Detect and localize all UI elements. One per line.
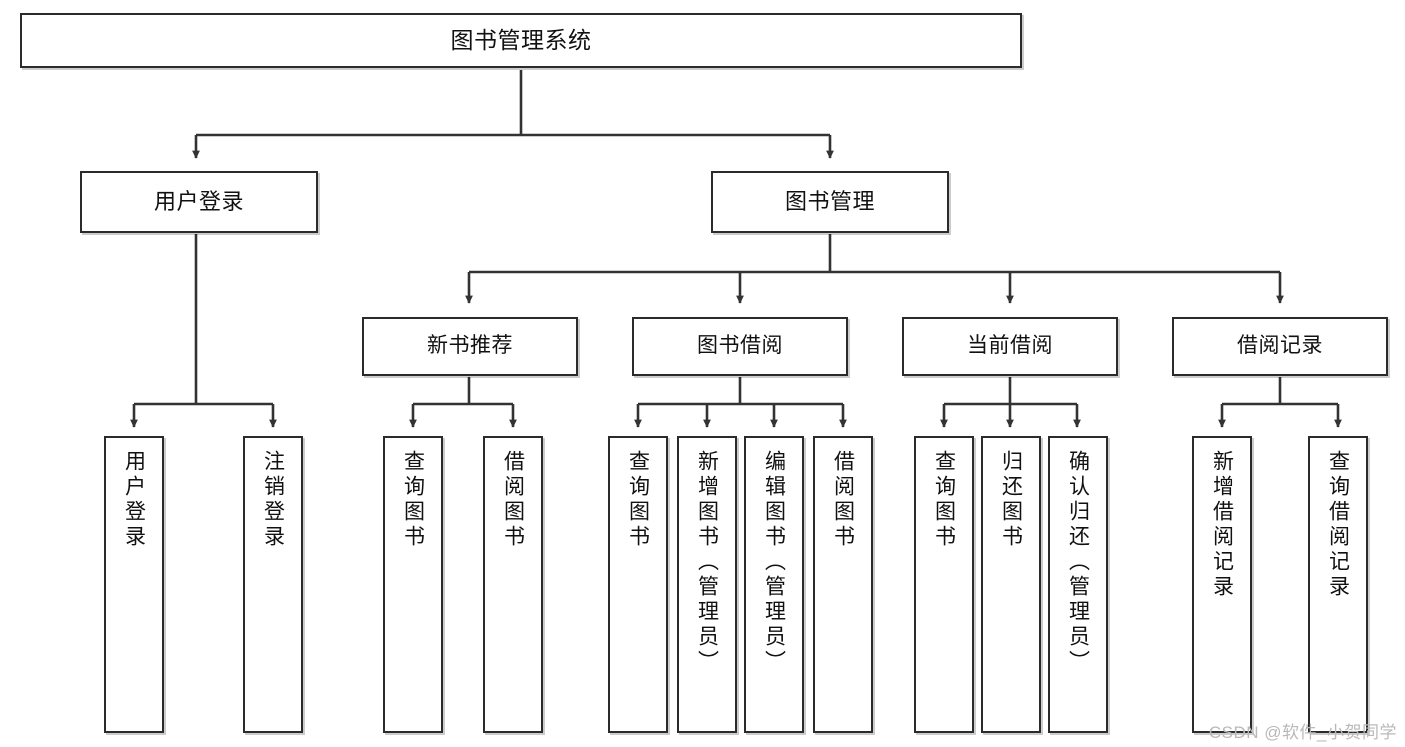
node-label: 用户登录 xyxy=(122,450,146,550)
node-label: 借阅图书 xyxy=(501,450,525,550)
node-label: 确认归还（管理员） xyxy=(1066,450,1090,675)
node-label: 查询借阅记录 xyxy=(1326,450,1350,600)
node-leaf-user-login[interactable]: 用户登录 xyxy=(104,436,164,733)
node-label: 查询图书 xyxy=(401,450,425,550)
node-leaf-confirm-return[interactable]: 确认归还（管理员） xyxy=(1048,436,1108,733)
node-leaf-query-book-1[interactable]: 查询图书 xyxy=(383,436,443,733)
node-label: 归还图书 xyxy=(999,450,1023,550)
node-label: 图书借阅 xyxy=(697,334,783,358)
node-label: 借阅图书 xyxy=(831,450,855,550)
node-book-borrow[interactable]: 图书借阅 xyxy=(632,317,848,376)
node-leaf-borrow-book-1[interactable]: 借阅图书 xyxy=(483,436,543,733)
node-label: 用户登录 xyxy=(153,189,244,215)
node-label: 查询图书 xyxy=(932,450,956,550)
node-label: 新增借阅记录 xyxy=(1210,450,1234,600)
node-label: 查询图书 xyxy=(626,450,650,550)
node-root-system[interactable]: 图书管理系统 xyxy=(20,13,1022,68)
node-label: 编辑图书（管理员） xyxy=(762,450,786,675)
node-book-manage[interactable]: 图书管理 xyxy=(711,171,949,233)
node-label: 新增图书（管理员） xyxy=(695,450,719,675)
node-label: 图书管理系统 xyxy=(450,27,592,54)
node-leaf-edit-book[interactable]: 编辑图书（管理员） xyxy=(744,436,804,733)
node-leaf-query-book-2[interactable]: 查询图书 xyxy=(608,436,668,733)
node-leaf-add-record[interactable]: 新增借阅记录 xyxy=(1192,436,1252,733)
node-label: 图书管理 xyxy=(784,189,875,215)
node-leaf-return-book[interactable]: 归还图书 xyxy=(981,436,1041,733)
watermark-text: CSDN @软件_小贺同学 xyxy=(1208,723,1397,742)
node-borrow-record[interactable]: 借阅记录 xyxy=(1172,317,1388,376)
node-leaf-query-record[interactable]: 查询借阅记录 xyxy=(1308,436,1368,733)
node-leaf-add-book[interactable]: 新增图书（管理员） xyxy=(677,436,737,733)
node-label: 注销登录 xyxy=(261,450,285,550)
node-new-book-rec[interactable]: 新书推荐 xyxy=(362,317,578,376)
node-leaf-user-logout[interactable]: 注销登录 xyxy=(243,436,303,733)
node-label: 当前借阅 xyxy=(967,334,1053,358)
node-label: 借阅记录 xyxy=(1237,334,1323,358)
node-leaf-borrow-book-2[interactable]: 借阅图书 xyxy=(813,436,873,733)
node-label: 新书推荐 xyxy=(427,334,513,358)
node-user-login[interactable]: 用户登录 xyxy=(80,171,318,233)
node-current-borrow[interactable]: 当前借阅 xyxy=(902,317,1118,376)
node-leaf-query-book-3[interactable]: 查询图书 xyxy=(914,436,974,733)
